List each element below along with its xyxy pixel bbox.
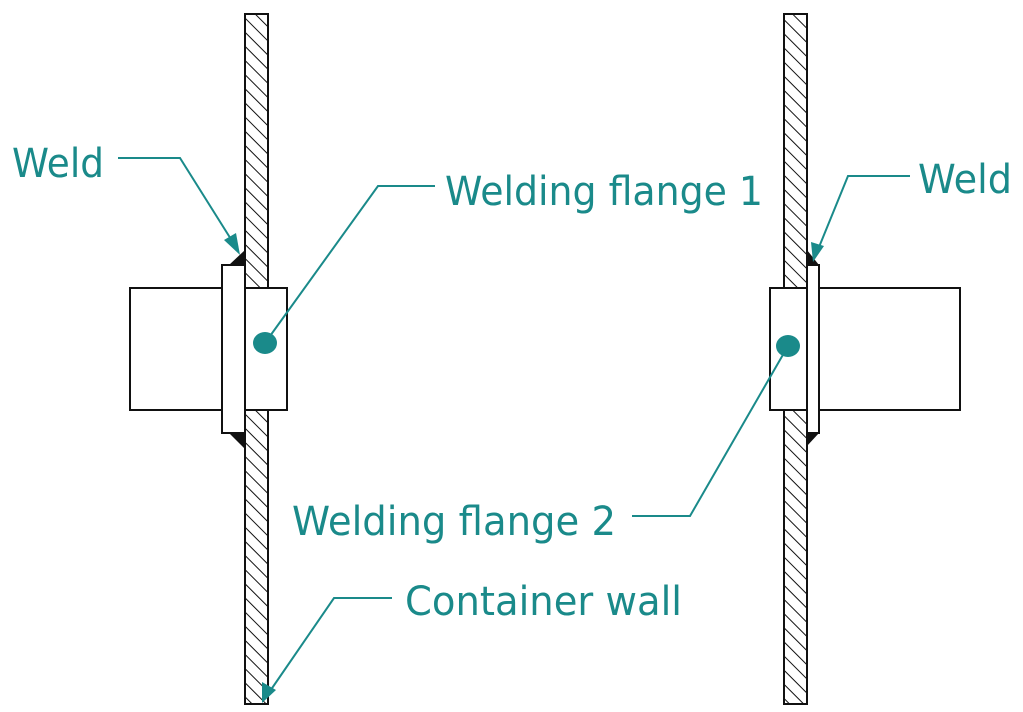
label-weld-right: Weld: [918, 157, 1012, 203]
flange-2-pipe: [818, 287, 961, 411]
arrow-container-wall-icon: [262, 682, 276, 703]
arrow-weld-right-icon: [811, 242, 824, 262]
label-container-wall: Container wall: [405, 579, 682, 625]
dot-flange-1-icon: [253, 332, 277, 354]
flange-2-plate: [806, 264, 820, 434]
leader-flange-2: [632, 345, 789, 517]
label-welding-flange-1: Welding flange 1: [445, 169, 763, 215]
flange-1-plate: [221, 264, 246, 434]
label-welding-flange-2: Welding flange 2: [292, 499, 616, 545]
flange-1-pipe: [129, 287, 223, 411]
leader-container-wall: [267, 597, 392, 695]
leader-weld-left: [118, 157, 235, 245]
weld-1-top: [229, 250, 245, 265]
weld-2-bottom: [807, 433, 819, 446]
arrow-weld-left-icon: [224, 233, 240, 255]
dot-flange-2-icon: [776, 335, 800, 357]
label-weld-left: Weld: [12, 141, 104, 187]
weld-1-bottom: [229, 433, 245, 449]
leader-flange-1: [264, 185, 435, 344]
leader-weld-right: [816, 175, 910, 253]
